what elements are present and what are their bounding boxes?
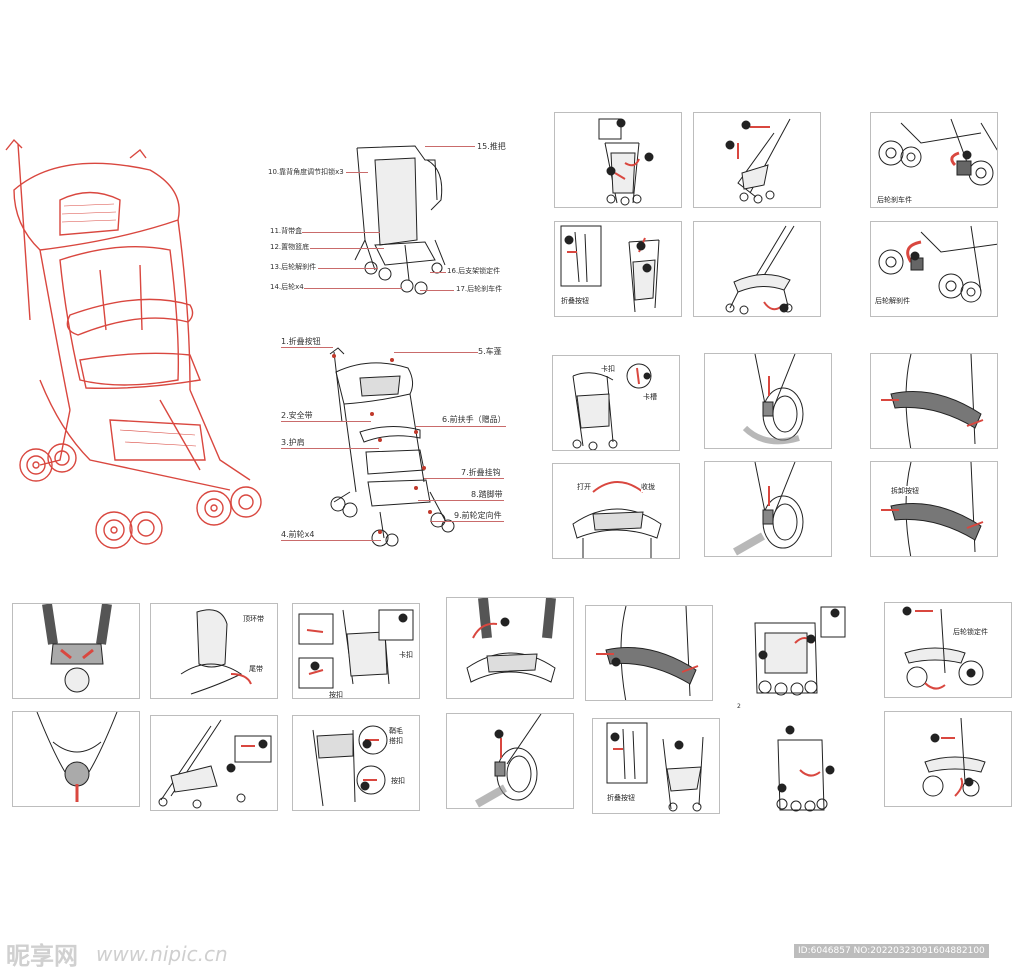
brake-panel-1: 后轮刹车件 1 <box>870 112 998 208</box>
label-shoulder-pad: 3.护肩 <box>281 438 305 447</box>
top-loop-label: 顶环带 <box>243 614 264 624</box>
step-number: 2 <box>737 703 741 710</box>
leader-line <box>281 347 333 348</box>
stroller-side-panel: 1 <box>150 715 278 811</box>
release-button-label: 拆卸按钮 <box>891 486 919 496</box>
fold-step-panel-3: 3 <box>693 112 821 208</box>
leader-line <box>430 521 504 522</box>
leader-line <box>281 421 371 422</box>
leader-line <box>424 478 504 479</box>
harness-panel-1: 1 <box>12 603 140 699</box>
close-label: 收拢 <box>641 482 655 492</box>
fold-step-panel-1: 1 <box>554 112 682 208</box>
basket-panel-2: 鞘毛 搭扣 按扣 <box>292 715 420 811</box>
canopy-panel-2: 打开 收拢 2 <box>552 463 680 559</box>
label-fold-hook: 7.折叠挂钩 <box>461 468 501 477</box>
rear-view-diagram <box>345 140 455 300</box>
rear-wheel-lock-label: 后轮锁定件 <box>953 627 988 637</box>
canopy-panel-1: 卡扣 卡槽 1 <box>552 355 680 451</box>
leader-line <box>302 232 380 233</box>
brake-panel-2: 后轮解刹件 2 <box>870 221 998 317</box>
wheel-panel-1: 1 <box>704 353 832 449</box>
leader-line <box>281 540 381 541</box>
leader-line <box>430 272 446 273</box>
label-safety-belt: 2.安全带 <box>281 411 313 420</box>
watermark-logo: 昵享网 <box>6 942 78 970</box>
hook-label: 搭扣 <box>389 736 403 746</box>
leader-line <box>416 426 506 427</box>
rear-lock-panel: 后轮锁定件 1 <box>884 602 1012 698</box>
front-view-diagram <box>320 342 460 552</box>
snap-label: 按扣 <box>391 776 405 786</box>
rear-brake-label: 后轮刹车件 <box>877 195 912 205</box>
slot-label: 卡槽 <box>643 392 657 402</box>
fold-bottom-panel: 折叠按钮 1 <box>592 718 720 814</box>
canopy-bottom-panel-1: 1 <box>446 597 574 699</box>
harness-panel-2: 2 <box>12 711 140 807</box>
leader-line <box>420 290 454 291</box>
label-rear-frame-lock: 16.后支架锁定件 <box>447 267 501 275</box>
fold-button-label: 折叠按钮 <box>561 296 589 306</box>
unfold-panel: 2 <box>884 711 1012 807</box>
label-push-handle: 15.推把 <box>477 142 506 151</box>
tail-strap-label: 尾带 <box>249 664 263 674</box>
label-rear-brake-release: 13.后轮解刹件 <box>270 263 317 271</box>
label-front-wheel: 4.前轮x4 <box>281 530 315 539</box>
leader-line <box>310 248 384 249</box>
folded-stroller-drawing: 2 <box>735 603 865 710</box>
label-recline-lock: 10.靠背角度调节扣锁x3 <box>268 168 344 176</box>
label-fold-button: 1.折叠按钮 <box>281 337 321 346</box>
label-rear-wheel: 14.后轮x4 <box>270 283 304 291</box>
label-footrest-strap: 8.踏脚带 <box>471 490 503 499</box>
open-label: 打开 <box>577 482 591 492</box>
canopy-bottom-panel-2: 2 <box>446 713 574 809</box>
watermark-url: www.nipic.cn <box>96 942 228 966</box>
velcro-label: 鞘毛 <box>389 726 403 736</box>
basket-panel-1: 卡扣 按扣 1 <box>292 603 420 699</box>
leader-line <box>318 268 378 269</box>
leader-line <box>281 448 379 449</box>
leader-line <box>425 146 475 147</box>
strap-panel: 顶环带 尾带 3 <box>150 603 278 699</box>
main-stroller-illustration <box>0 130 270 570</box>
snap-label: 按扣 <box>329 690 343 699</box>
fold-button-label: 折叠按钮 <box>607 793 635 803</box>
folded-front-drawing <box>760 720 840 816</box>
buckle-label: 卡扣 <box>601 364 615 374</box>
leader-line <box>394 352 478 353</box>
watermark-id: ID:6046857 NO:20220323091604882100 <box>794 944 989 958</box>
label-canopy: 5.车蓬 <box>478 347 502 356</box>
armrest-panel-2: 拆卸按钮 2 <box>870 461 998 557</box>
fold-step-panel-2: 折叠按钮 2 <box>554 221 682 317</box>
armrest-bottom-panel: 2 <box>585 605 713 701</box>
fold-step-panel-4: 4 <box>693 221 821 317</box>
leader-line <box>304 288 402 289</box>
label-rear-brake: 17.后轮刹车件 <box>456 285 503 293</box>
rear-brake-release-label: 后轮解刹件 <box>875 296 910 306</box>
leader-line <box>346 172 368 173</box>
label-front-wheel-lock: 9.前轮定向件 <box>454 511 502 520</box>
wheel-panel-2: 2 <box>704 461 832 557</box>
leader-line <box>418 500 504 501</box>
armrest-panel-1: 1 <box>870 353 998 449</box>
label-front-bumper: 6.前扶手（赠品） <box>442 415 506 424</box>
label-basket-base: 12.置物篮底 <box>270 243 310 251</box>
label-harness-box: 11.背带盒 <box>270 227 303 235</box>
buckle-label: 卡扣 <box>399 650 413 660</box>
